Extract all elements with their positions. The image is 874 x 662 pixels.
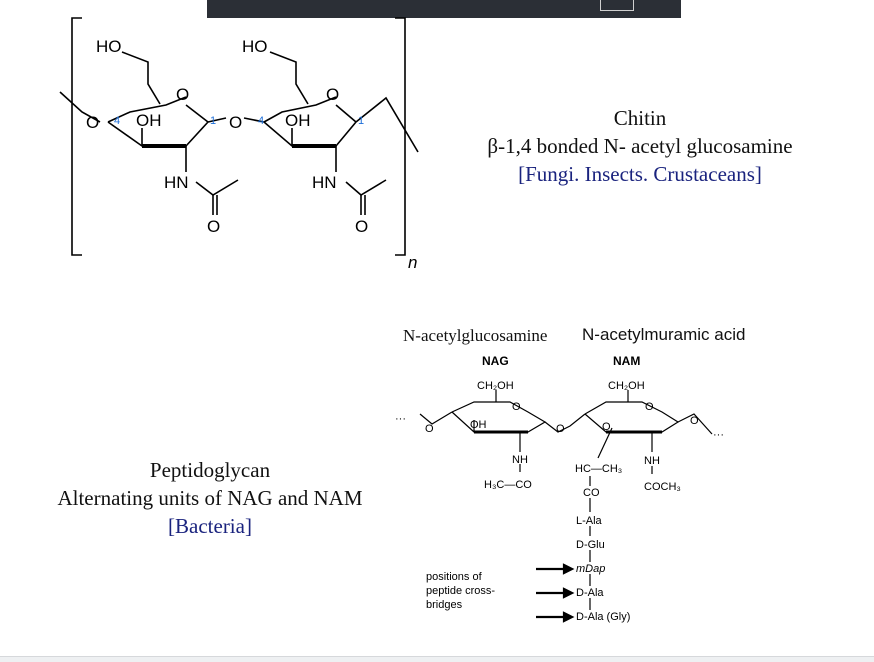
dark-header-bar <box>207 0 681 18</box>
chitin-caption: Chitin β-1,4 bonded N- acetyl glucosamin… <box>440 104 840 188</box>
oh-label-left: OH <box>136 111 162 130</box>
nam-full-name: N-acetylmuramic acid <box>582 325 746 344</box>
right-bracket <box>395 17 406 256</box>
link-oxygen-middle: O <box>229 113 242 132</box>
ring-oxygen-left: O <box>176 85 189 104</box>
position-1-label-left: 1 <box>210 115 216 127</box>
ho-label-left: HO <box>96 37 122 56</box>
peptidoglycan-description: Alternating units of NAG and NAM <box>57 486 363 510</box>
oh-label-right: OH <box>285 111 311 130</box>
ho-label-right: HO <box>242 37 268 56</box>
chitin-sources: [Fungi. Insects. Crustaceans] <box>518 162 762 186</box>
header-button[interactable] <box>600 0 634 11</box>
hn-label-left: HN <box>164 173 189 192</box>
peptidoglycan-caption: Peptidoglycan Alternating units of NAG a… <box>20 456 400 540</box>
carbonyl-oxygen-left: O <box>207 217 220 236</box>
peptidoglycan-title: Peptidoglycan <box>149 458 271 482</box>
position-1-label-right: 1 <box>358 115 364 127</box>
hn-label-right: HN <box>312 173 337 192</box>
repeat-n-label: n <box>408 253 417 272</box>
position-4-label-right: 4 <box>258 115 264 127</box>
chitin-title: Chitin <box>613 106 667 130</box>
bottom-scroll-edge <box>0 656 874 662</box>
link-oxygen-left: O <box>86 113 99 132</box>
chitin-description: β-1,4 bonded N- acetyl glucosamine <box>487 134 793 158</box>
position-4-label-left: 4 <box>114 115 120 127</box>
ring-oxygen-right: O <box>326 85 339 104</box>
peptidoglycan-sources: [Bacteria] <box>168 514 252 538</box>
nag-full-name: N-acetylglucosamine <box>403 326 548 345</box>
left-bracket <box>71 17 82 256</box>
carbonyl-oxygen-right: O <box>355 217 368 236</box>
